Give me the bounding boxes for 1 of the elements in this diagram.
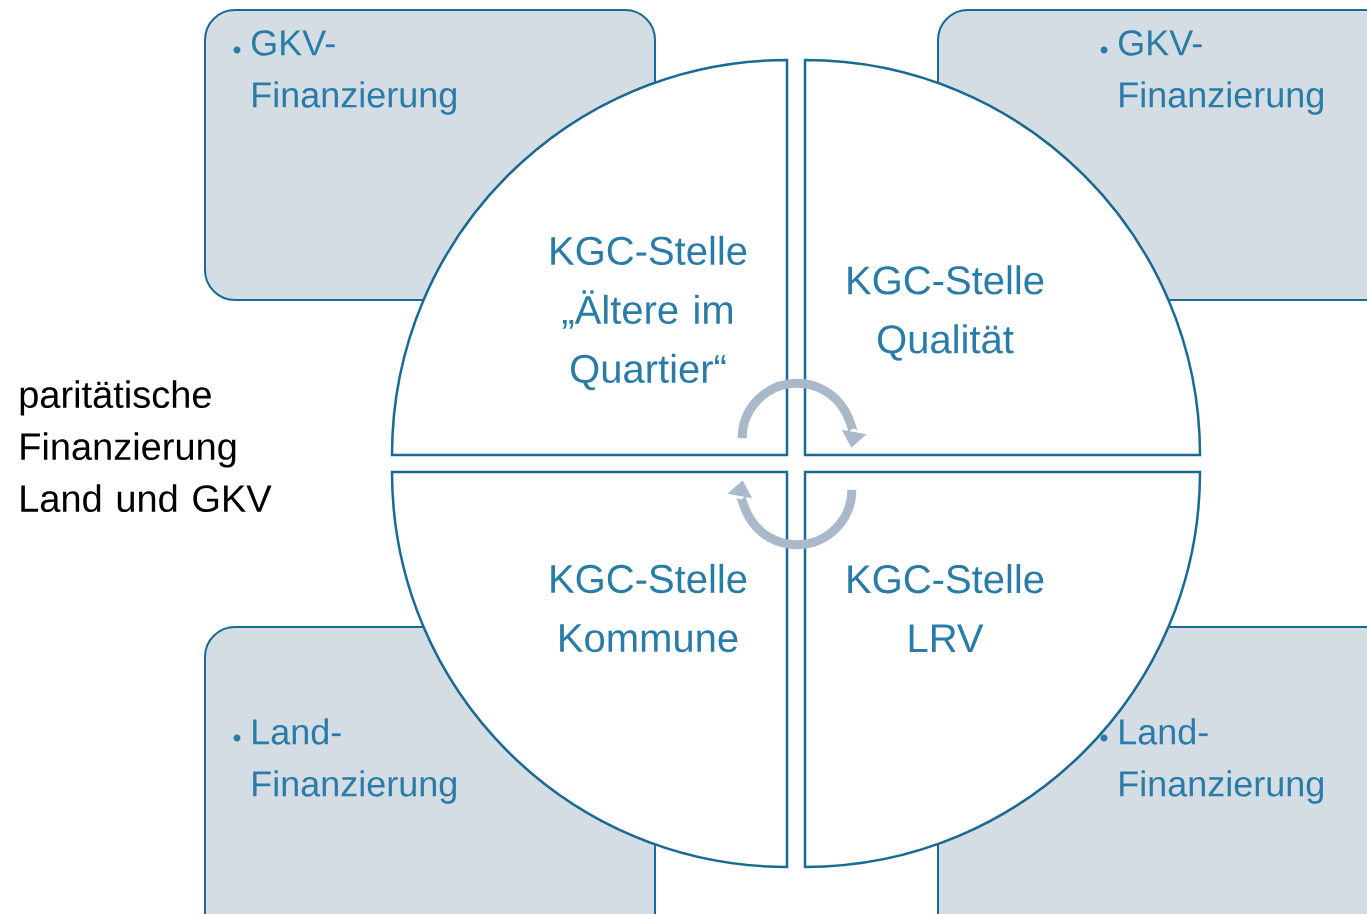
side-label: paritätische Finanzierung Land und GKV [20,380,272,513]
